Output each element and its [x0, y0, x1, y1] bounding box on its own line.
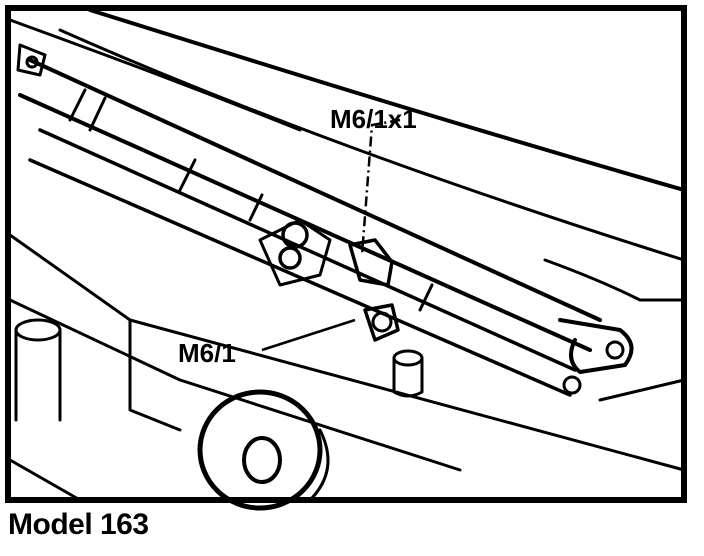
panel-bottom	[8, 458, 82, 502]
windshield-edge-inner	[58, 28, 686, 262]
left-pivot-hole	[25, 55, 39, 69]
center-post-body	[392, 356, 424, 398]
cowl-edge	[8, 18, 302, 132]
callout-upper: M6/1x1	[330, 104, 417, 134]
motor-housing-outer	[197, 389, 323, 511]
linkage-rod-lower-bottom	[28, 158, 572, 397]
clip-lower-bolt	[371, 311, 393, 333]
panel-box	[128, 318, 182, 432]
left-pivot	[16, 43, 47, 77]
left-post-body	[14, 328, 62, 422]
leader-line-upper	[360, 118, 401, 256]
line-drawing	[8, 8, 686, 511]
center-post-top	[392, 349, 424, 367]
clip-lower	[363, 303, 400, 342]
central-bracket	[258, 218, 332, 287]
lower-panel-mid	[8, 298, 462, 472]
callout-lower: M6/1	[178, 338, 236, 368]
motor-housing-side	[308, 428, 330, 502]
central-ball-joint-2	[278, 246, 302, 270]
leader-line-lower	[261, 318, 356, 352]
panel-diagonal	[598, 378, 686, 402]
motor-housing-inner	[242, 436, 282, 484]
right-crank-arm	[558, 318, 634, 374]
clip-upper	[348, 238, 394, 287]
left-post-top	[14, 318, 62, 342]
right-lower-joint	[562, 375, 582, 395]
right-crank-hole	[605, 340, 625, 360]
figure-caption: Model 163	[8, 508, 149, 541]
windshield-edge-outer	[88, 8, 686, 192]
linkage-rod-lower-top	[38, 128, 577, 372]
rod-marks	[68, 88, 434, 312]
right-bracket	[543, 258, 686, 302]
linkage-rod-upper-top	[28, 58, 602, 322]
figure-frame	[5, 5, 687, 503]
